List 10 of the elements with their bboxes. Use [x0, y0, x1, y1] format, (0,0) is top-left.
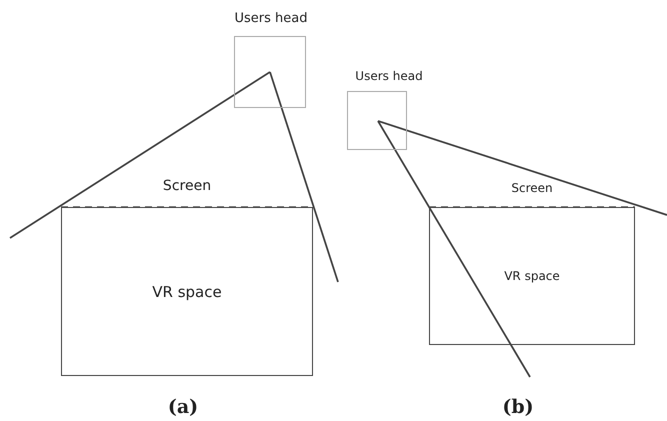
- vr-space-box: [61, 207, 313, 376]
- vr-space-box: [429, 207, 635, 345]
- space-label: VR space: [504, 269, 560, 283]
- panel-caption: (b): [502, 396, 534, 418]
- space-label: VR space: [152, 282, 222, 300]
- screen-label: Screen: [162, 178, 212, 194]
- head-label: Users head: [234, 11, 308, 26]
- screen-label: Screen: [511, 181, 553, 195]
- head-label: Users head: [355, 69, 423, 83]
- panel-caption: (a): [168, 396, 198, 418]
